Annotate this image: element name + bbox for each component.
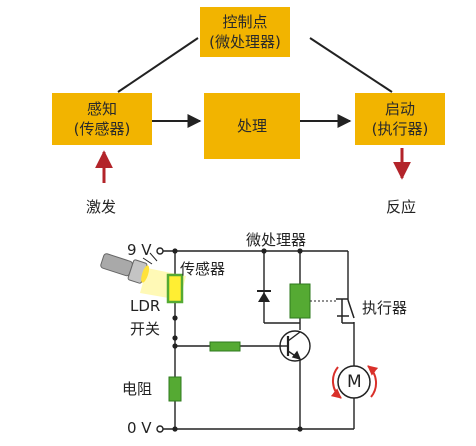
process-title: 处理	[236, 117, 267, 135]
link-control-sense	[117, 37, 199, 93]
motor-letter: M	[347, 372, 362, 392]
label-actuator: 执行器	[362, 299, 408, 317]
trigger-label: 激发	[86, 198, 117, 216]
control-point-box: 控制点 (微处理器)	[200, 7, 290, 57]
actuate-subtitle: (执行器)	[371, 120, 429, 138]
process-box: 处理	[204, 93, 300, 159]
terminals	[156, 247, 164, 433]
label-9v: 9 V	[127, 241, 152, 259]
label-switch: 开关	[130, 320, 161, 338]
junction-dots	[172, 248, 303, 432]
control-point-title: 控制点	[222, 13, 268, 31]
ldr-sensor	[166, 273, 184, 304]
terminal-9v	[156, 247, 164, 255]
relay-switch-icon	[336, 298, 355, 324]
label-sensor: 传感器	[180, 260, 226, 278]
link-control-actuate	[309, 37, 393, 93]
sense-box: 感知 (传感器)	[52, 93, 152, 145]
label-resistor: 电阻	[122, 380, 153, 398]
block-connectors	[117, 37, 393, 128]
red-arrows	[95, 148, 411, 183]
diode-icon	[257, 290, 271, 302]
label-ldr: LDR	[130, 297, 161, 315]
label-0v: 0 V	[127, 419, 152, 437]
control-point-subtitle: (微处理器)	[209, 33, 281, 51]
actuate-box: 启动 (执行器)	[355, 93, 445, 145]
response-label: 反应	[386, 198, 417, 216]
sense-subtitle: (传感器)	[73, 120, 131, 138]
label-microprocessor: 微处理器	[246, 231, 307, 249]
pull-down-resistor	[168, 376, 182, 402]
motor-icon	[330, 365, 379, 399]
sense-title: 感知	[86, 100, 117, 118]
terminal-0v	[156, 425, 164, 433]
base-resistor	[209, 341, 241, 352]
relay-coil	[289, 283, 311, 319]
actuate-title: 启动	[384, 100, 415, 118]
transistor-icon	[279, 330, 311, 362]
